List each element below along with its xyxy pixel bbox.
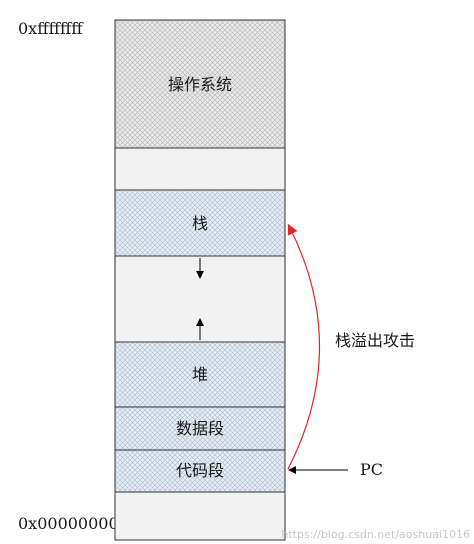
stack-label: 栈: [192, 214, 208, 233]
address-top-label: 0xffffffff: [18, 19, 84, 38]
gap-region-bottom: [114, 491, 286, 541]
stack-region: [114, 189, 286, 257]
data-segment-label: 数据段: [176, 419, 224, 438]
os-label: 操作系统: [168, 75, 232, 94]
heap-label: 堆: [192, 365, 208, 384]
pc-label: PC: [360, 460, 383, 479]
address-bottom-label: 0x00000000: [18, 514, 119, 533]
heap-region: [114, 341, 286, 408]
gap-region-top: [114, 147, 286, 191]
code-segment-label: 代码段: [176, 461, 224, 480]
watermark-text: https://blog.csdn.net/aoshuai1016: [281, 528, 470, 541]
data-segment-region: [114, 406, 286, 451]
memory-column: [114, 19, 286, 541]
overflow-attack-arrow: [287, 223, 321, 470]
overflow-attack-label: 栈溢出攻击: [335, 331, 415, 350]
os-region: [114, 19, 286, 149]
